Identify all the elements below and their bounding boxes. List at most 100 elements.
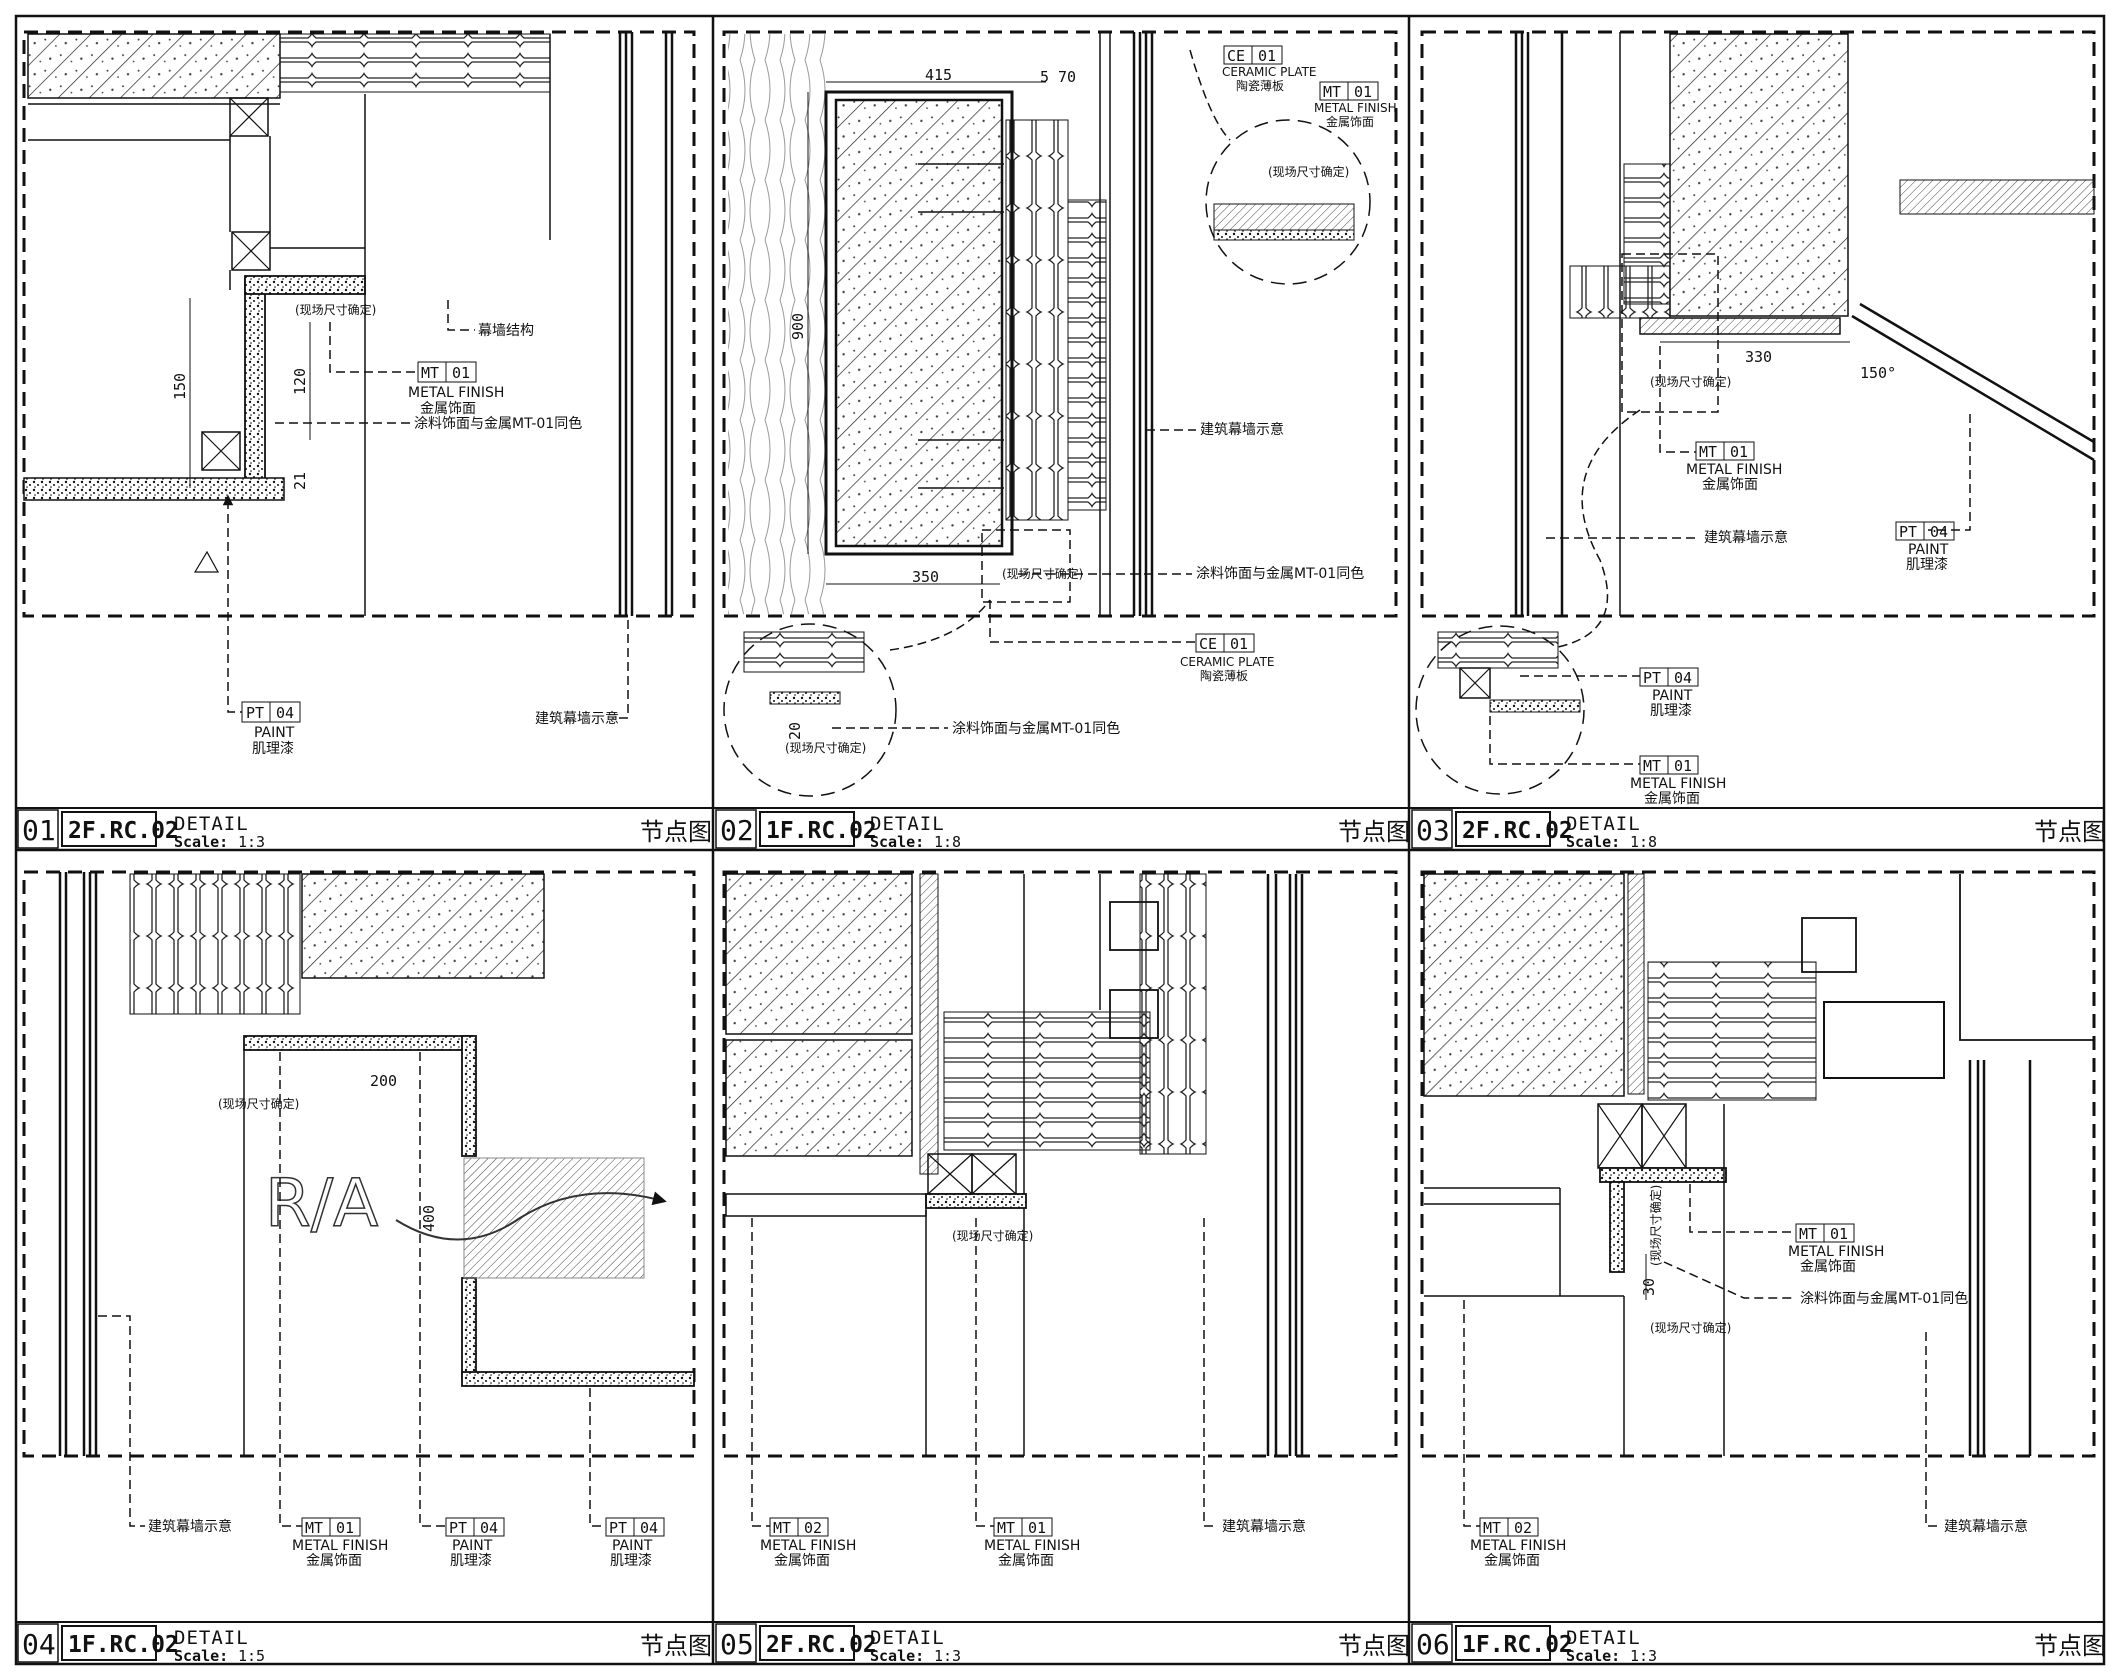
note-metal-finish-1-cn: 金属饰面 [1702,477,1758,493]
ceiling-lines [1424,1187,1624,1297]
note-metal-finish: METAL FINISH [408,385,504,401]
scale-value: 1:8 [1630,833,1657,851]
leader-paint-match [1663,1261,1796,1299]
concrete-slab [301,873,545,979]
leader-curtain-wall [1203,1218,1218,1527]
wall-finish-lower [461,1277,477,1379]
title-bar-03: 03 2F.RC.02 DETAIL Scale: 1:8 节点图 [1409,807,2106,851]
curtain-wall-glass [1132,32,1154,616]
leader-pt04-2 [589,1388,606,1527]
concrete-wall [1423,873,1625,1097]
small-label-06b: (现场尺寸确定) [1650,1320,1731,1335]
title-bar-02: 02 1F.RC.02 DETAIL Scale: 1:8 节点图 [713,807,1410,851]
timber-block-1-cross [927,1153,973,1195]
tag-mt-1: MT [1699,443,1717,461]
dim-900: 900 [789,313,807,340]
concrete-block-lower [725,1039,913,1157]
small-label-05a: (现场尺寸确定) [952,1228,1033,1243]
note-curtain-wall: 建筑幕墙示意 [1944,1518,2028,1535]
detail-code-box [1455,1625,1551,1661]
floor-finish [461,1371,695,1387]
concrete-slab [27,33,281,99]
detail-code-box [759,1625,855,1661]
small-label-06a: (现场尺寸确定) [1648,1185,1663,1266]
title-bar-01: 01 2F.RC.02 DETAIL Scale: 1:3 节点图 [16,807,713,851]
tag-mt-2-no: 02 [1514,1519,1532,1537]
panel-04: R/A 200 400 (现场尺寸确定) 建筑幕墙示意 MT 01 METAL … [22,870,696,1569]
note-curtain-wall: 建筑幕墙示意 [535,710,619,727]
scale-label: Scale: [174,833,228,851]
note-metal-finish-cn: 金属饰面 [306,1553,362,1569]
tag-mt-2-no: 01 [1028,1519,1046,1537]
tag-box-pt-1-no [473,1517,505,1537]
note-paint-match: 涂料饰面与金属MT-01同色 [1196,565,1364,582]
insulation-right [1139,873,1207,1155]
wood-background [728,34,828,614]
metal-finish-panel [244,277,266,489]
note-metal-finish-2-cn: 金属饰面 [1484,1553,1540,1569]
tag-pt-1: PT [1899,523,1917,541]
leader-structure [447,300,475,331]
detail-viewport [1420,870,2096,1458]
metal-finish-panel [925,1193,1027,1209]
tag-box-mt-2-no [1507,1517,1539,1537]
small-label-01a: (现场尺寸确定) [295,302,376,317]
metal-finish-return [244,275,366,295]
zoom-1-layer [1213,203,1355,231]
timber-block-2-cross [971,1153,1017,1195]
tag-ce-2: CE [1199,635,1217,653]
zoom-finish [1489,699,1581,713]
detail-viewport [722,870,1398,1458]
tag-mt-2-no: 01 [1674,757,1692,775]
tag-box-ce-1-no [1251,45,1283,65]
tag-box-mt-no [445,361,477,383]
upper-frame [1959,874,2094,1041]
note-metal-finish-1: METAL FINISH [1788,1244,1884,1260]
leader-mt02 [1463,1300,1480,1527]
zoom-1-path [1189,49,1231,141]
detail-number: 03 [1416,814,1450,847]
anchor-bolts [918,163,1004,489]
note-paint-match: 涂料饰面与金属MT-01同色 [1800,1290,1968,1307]
leader-curtain-wall [612,620,629,719]
scale-label: Scale: [1566,833,1620,851]
note-metal-finish-1-cn: 金属饰面 [774,1553,830,1569]
curtain-wall-glass [58,872,98,1456]
detail-title: DETAIL [1566,813,1641,835]
upper-panel [1899,179,2095,215]
leader-pt04-1 [419,1052,446,1527]
tag-mt-1: MT [1799,1225,1817,1243]
tag-pt-2-no: 04 [1674,669,1692,687]
insulation-band [1647,961,1817,1101]
leader-curtain-wall [1925,1332,1940,1527]
detail-code: 1F.RC.02 [1462,1632,1573,1658]
note-metal-finish-1: METAL FINISH [760,1538,856,1554]
return-air-grille [463,1157,645,1279]
detail-code: 2F.RC.02 [1462,818,1573,844]
note-paint-1-cn: 肌理漆 [450,1553,492,1569]
detail-number: 06 [1416,1628,1450,1661]
timber-block-2-cross [1641,1103,1687,1169]
timber-block-3-cross [201,431,241,471]
mullion-profile [1823,1001,1945,1079]
insulation-lower [1569,265,1671,319]
curtain-wall-glass [1514,32,1564,616]
zoom-2-finish [769,691,841,705]
tag-pt-1-no: 04 [480,1519,498,1537]
detail-title: DETAIL [870,1627,945,1649]
note-metal-finish-cn: 金属饰面 [420,401,476,417]
tag-mt-1-no: 01 [1730,443,1748,461]
zoom-1-finish [1213,229,1355,241]
insulation-stack [1005,119,1069,521]
leader-pt04 [1928,414,1971,531]
note-metal-finish-2-cn: 金属饰面 [998,1553,1054,1569]
curtain-wall-glass [618,32,674,616]
wall-finish [461,1035,477,1157]
timber-block-2 [231,231,271,271]
stud-line [229,136,365,290]
tag-mt-no: 01 [336,1519,354,1537]
tag-box-pt-no [269,701,301,723]
note-curtain-wall: 建筑幕墙示意 [1222,1518,1306,1535]
scale-label: Scale: [870,833,924,851]
note-ceramic-plate-1: CERAMIC PLATE [1222,65,1317,79]
